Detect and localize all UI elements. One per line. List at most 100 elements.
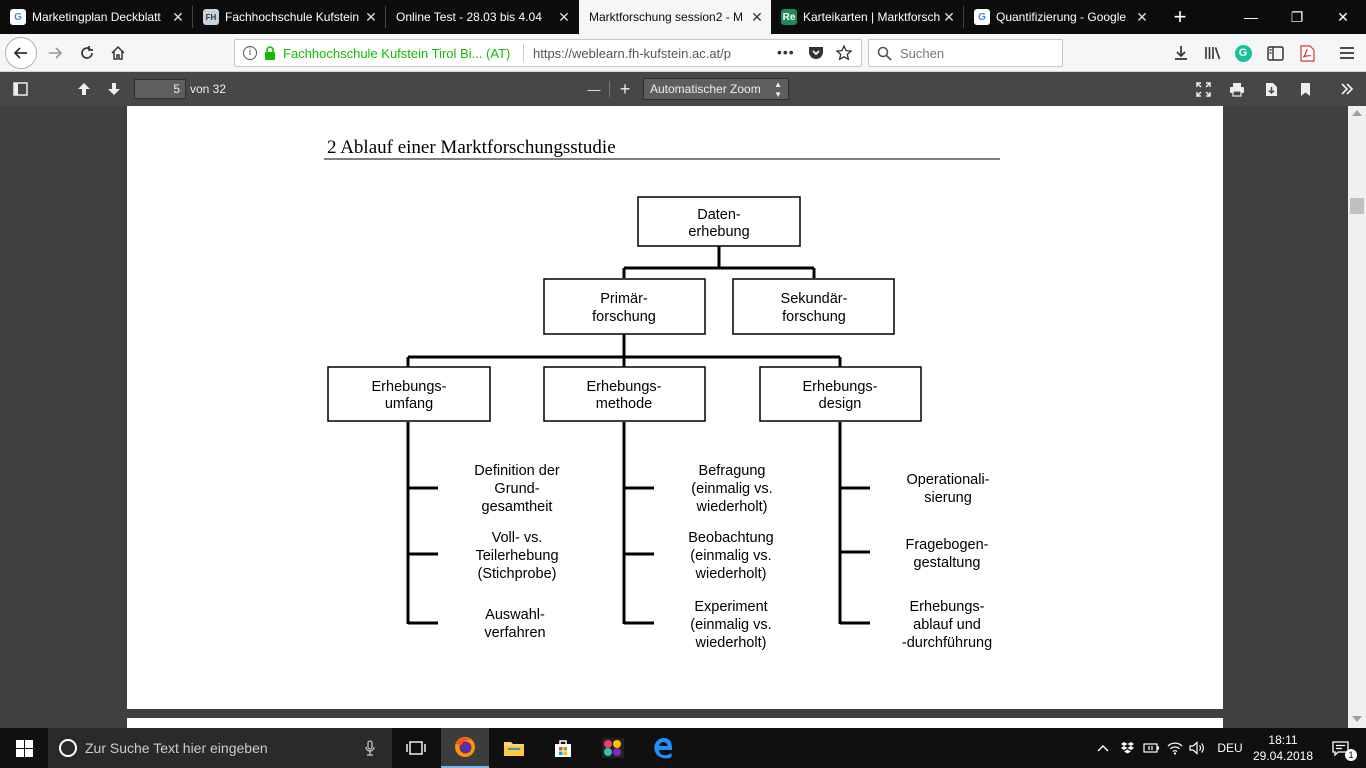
taskbar-edge[interactable] <box>639 728 687 768</box>
taskbar-store[interactable] <box>539 728 587 768</box>
address-bar[interactable]: i Fachhochschule Kufstein Tirol Bi... (A… <box>234 39 862 67</box>
page-actions-button[interactable]: ••• <box>777 44 795 60</box>
close-tab-icon[interactable]: ✕ <box>558 9 570 25</box>
menu-button[interactable] <box>1332 38 1362 68</box>
next-page-button[interactable] <box>101 77 127 101</box>
tab-online-test[interactable]: Online Test - 28.03 bis 4.04 ✕ <box>386 0 578 34</box>
power-tray-button[interactable] <box>1140 728 1162 768</box>
tree-connectors <box>406 246 870 625</box>
leaf-definition-grundgesamtheit: Definition der Grund- gesamtheit <box>474 463 560 515</box>
sidebar-icon <box>12 82 28 96</box>
tab-marketingplan[interactable]: G Marketingplan Deckblatt ✕ <box>0 0 192 34</box>
forward-arrow-icon <box>49 47 63 59</box>
fullscreen-icon <box>1195 81 1211 97</box>
new-tab-button[interactable]: + <box>1173 4 1187 29</box>
tab-label: Karteikarten | Marktforsch <box>803 10 941 24</box>
url-text[interactable]: https://weblearn.fh-kufstein.ac.at/p <box>533 46 731 61</box>
svg-text:Voll- vs.: Voll- vs. <box>492 530 543 546</box>
tab-marktforschung-session2[interactable]: Marktforschung session2 - M ✕ <box>579 0 771 34</box>
tab-label: Online Test - 28.03 bis 4.04 <box>396 10 542 24</box>
taskbar-search-box[interactable]: Zur Suche Text hier eingeben <box>48 728 392 768</box>
vertical-scrollbar[interactable] <box>1348 106 1366 728</box>
close-tab-icon[interactable]: ✕ <box>943 9 955 25</box>
leaf-fragebogengestaltung: Fragebogen- gestaltung <box>905 537 988 571</box>
clock[interactable]: 18:11 29.04.2018 <box>1248 730 1318 766</box>
minimize-button[interactable]: — <box>1244 9 1258 25</box>
library-button[interactable] <box>1198 38 1228 68</box>
close-window-button[interactable]: ✕ <box>1337 8 1349 25</box>
forward-button[interactable] <box>40 38 70 68</box>
network-tray-button[interactable] <box>1164 728 1186 768</box>
speaker-icon <box>1188 741 1204 755</box>
back-arrow-icon <box>13 47 27 59</box>
close-tab-icon[interactable]: ✕ <box>751 9 763 25</box>
back-button[interactable] <box>5 37 37 69</box>
action-center-button[interactable]: 1 <box>1322 728 1358 768</box>
leaf-befragung: Befragung (einmalig vs. wiederholt) <box>691 463 772 515</box>
pdf-file-icon <box>1299 44 1315 62</box>
dropbox-icon <box>1120 742 1134 754</box>
close-tab-icon[interactable]: ✕ <box>1136 9 1148 25</box>
info-icon[interactable]: i <box>243 46 257 60</box>
leaf-erhebungsablauf: Erhebungs- ablauf und -durchführung <box>902 599 992 651</box>
grammarly-extension-button[interactable]: G <box>1228 38 1258 68</box>
svg-text:-durchführung: -durchführung <box>902 635 992 651</box>
downloads-button[interactable] <box>1166 38 1196 68</box>
search-input[interactable]: Suchen <box>868 39 1063 67</box>
site-identity-label[interactable]: Fachhochschule Kufstein Tirol Bi... (AT) <box>283 46 511 61</box>
dropbox-tray-button[interactable] <box>1116 728 1138 768</box>
bookmark-view-button[interactable] <box>1292 77 1318 101</box>
zoom-select[interactable]: Automatischer Zoom ▲▼ <box>643 78 789 100</box>
node-erhebungsumfang: Erhebungs- umfang <box>327 366 491 422</box>
fh-favicon-icon: FH <box>203 9 219 25</box>
tools-menu-button[interactable] <box>1334 77 1360 101</box>
tab-divider <box>963 6 964 28</box>
language-indicator[interactable]: DEU <box>1217 741 1243 755</box>
scrollbar-thumb[interactable] <box>1350 198 1364 214</box>
pdf-viewer[interactable]: 2 Ablauf einer Marktforschungsstudie <box>0 106 1348 728</box>
svg-text:Erhebungs-: Erhebungs- <box>587 379 662 395</box>
reload-button[interactable] <box>72 38 102 68</box>
sidebar-toggle-button[interactable] <box>1260 38 1290 68</box>
download-pdf-button[interactable] <box>1258 77 1284 101</box>
taskbar-firefox[interactable] <box>441 728 489 768</box>
tab-fachhochschule[interactable]: FH Fachhochschule Kufstein ✕ <box>193 0 385 34</box>
toggle-pdf-sidebar-button[interactable] <box>7 77 33 101</box>
select-updown-icon: ▲▼ <box>774 80 782 99</box>
node-erhebungsdesign: Erhebungs- design <box>759 366 922 422</box>
lock-icon <box>265 46 275 60</box>
chevron-up-icon <box>1097 745 1109 752</box>
zoom-in-button[interactable]: + <box>619 78 631 99</box>
scroll-up-arrow-icon[interactable] <box>1352 110 1362 116</box>
task-view-icon <box>406 741 426 755</box>
home-button[interactable] <box>103 38 133 68</box>
pdf-extension-button[interactable] <box>1292 38 1322 68</box>
scroll-down-arrow-icon[interactable] <box>1352 716 1362 722</box>
node-primaerforschung: Primär- forschung <box>543 278 706 335</box>
show-hidden-icons-button[interactable] <box>1092 728 1114 768</box>
volume-tray-button[interactable] <box>1186 728 1208 768</box>
tab-karteikarten[interactable]: Re Karteikarten | Marktforsch ✕ <box>771 0 963 34</box>
previous-page-button[interactable] <box>71 77 97 101</box>
svg-text:(einmalig vs.: (einmalig vs. <box>690 548 771 564</box>
notification-icon <box>1331 740 1349 756</box>
restore-button[interactable]: ❐ <box>1290 8 1304 25</box>
bookmark-star-icon[interactable] <box>836 45 852 61</box>
pocket-icon[interactable] <box>808 46 824 61</box>
taskbar-paint-app[interactable] <box>589 728 637 768</box>
taskbar-file-explorer[interactable] <box>490 728 538 768</box>
close-tab-icon[interactable]: ✕ <box>172 9 184 25</box>
presentation-mode-button[interactable] <box>1190 77 1216 101</box>
close-tab-icon[interactable]: ✕ <box>365 9 377 25</box>
microphone-icon[interactable] <box>365 740 375 756</box>
tab-quantifizierung[interactable]: G Quantifizierung - Google ✕ <box>964 0 1156 34</box>
start-button[interactable] <box>0 728 48 768</box>
print-button[interactable] <box>1224 77 1250 101</box>
folder-icon <box>504 742 524 756</box>
page-number-input[interactable]: 5 <box>134 79 186 99</box>
zoom-out-button[interactable]: — <box>587 81 601 97</box>
task-view-button[interactable] <box>392 728 440 768</box>
windows-taskbar: Zur Suche Text hier eingeben DEU 18:11 2… <box>0 728 1366 768</box>
svg-text:design: design <box>819 396 862 412</box>
next-pdf-page <box>127 718 1223 728</box>
